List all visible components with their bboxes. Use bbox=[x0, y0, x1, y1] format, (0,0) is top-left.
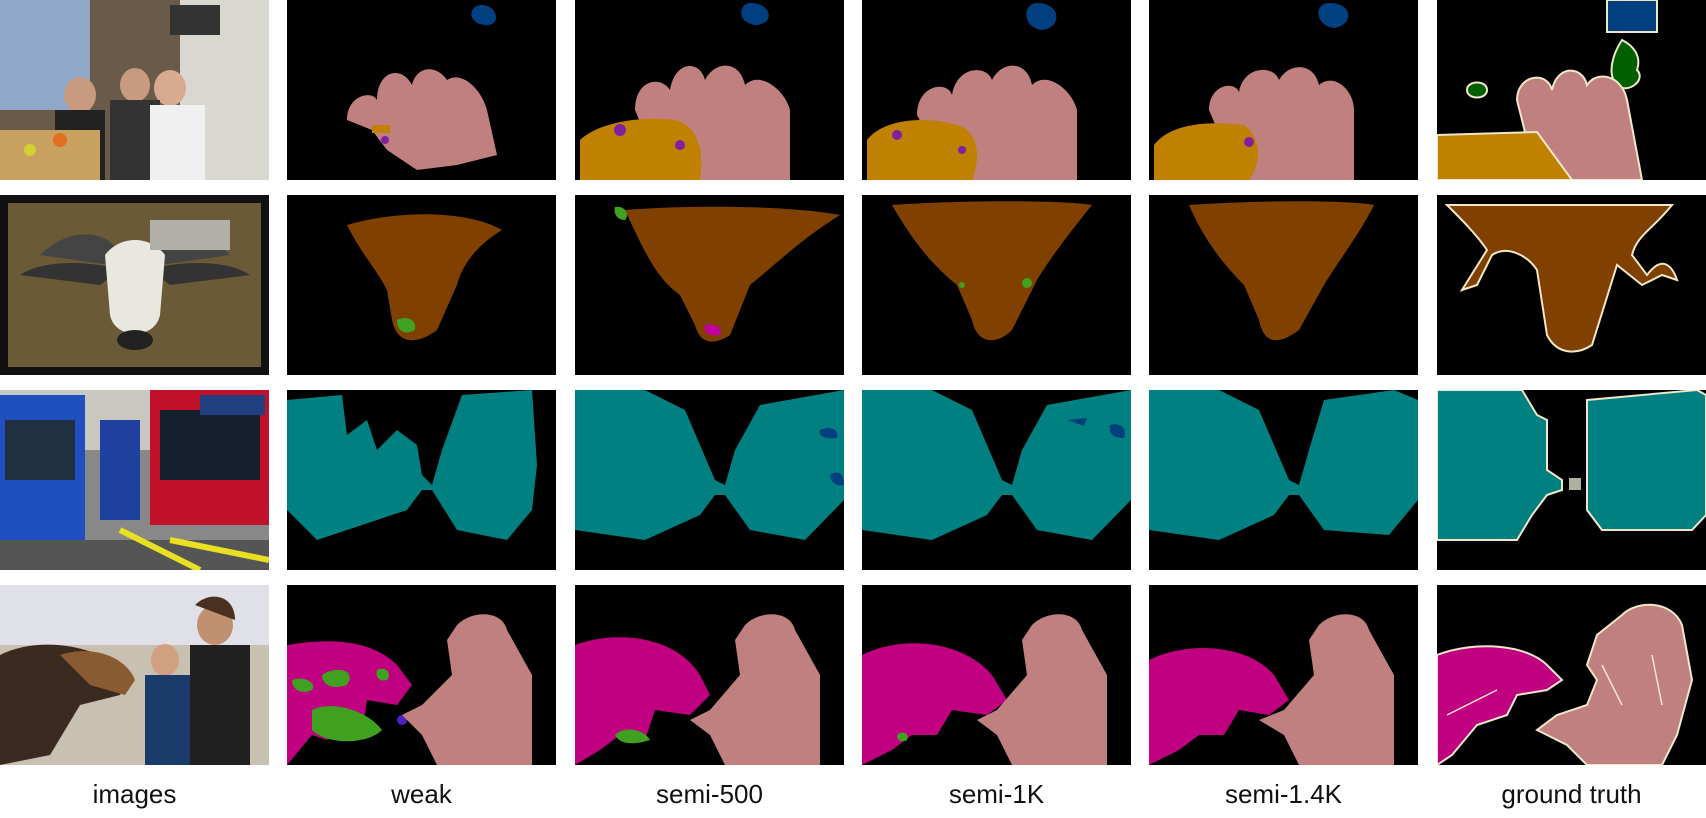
mask-semi-500-ram bbox=[575, 195, 844, 375]
photo-images-living-room-people bbox=[0, 0, 269, 180]
column-caption-semi-1K: semi-1K bbox=[948, 779, 1045, 809]
mask-ground-truth-living-room-people bbox=[1437, 0, 1706, 180]
column-caption-semi-500: semi-500 bbox=[656, 779, 763, 809]
photo-images-buses bbox=[0, 390, 269, 570]
mask-weak-living-room-people bbox=[287, 0, 556, 180]
mask-semi-1.4K-horse-and-people bbox=[1149, 585, 1418, 765]
mask-ground-truth-horse-and-people bbox=[1437, 585, 1706, 765]
column-caption-images: images bbox=[92, 779, 177, 809]
mask-weak-buses bbox=[287, 390, 556, 570]
mask-ground-truth-ram bbox=[1437, 195, 1706, 375]
mask-weak-ram bbox=[287, 195, 556, 375]
mask-semi-1K-buses bbox=[862, 390, 1131, 570]
mask-ground-truth-buses bbox=[1437, 390, 1706, 570]
mask-semi-1.4K-buses bbox=[1149, 390, 1418, 570]
photo-images-ram bbox=[0, 195, 269, 375]
mask-semi-1K-ram bbox=[862, 195, 1131, 375]
mask-semi-1K-living-room-people bbox=[862, 0, 1131, 180]
mask-semi-1.4K-ram bbox=[1149, 195, 1418, 375]
column-caption-semi-1.4K: semi-1.4K bbox=[1224, 779, 1343, 809]
mask-semi-500-horse-and-people bbox=[575, 585, 844, 765]
mask-weak-horse-and-people bbox=[287, 585, 556, 765]
column-caption-ground-truth: ground truth bbox=[1501, 779, 1642, 809]
mask-semi-1K-horse-and-people bbox=[862, 585, 1131, 765]
column-caption-weak: weak bbox=[391, 779, 452, 809]
mask-semi-500-living-room-people bbox=[575, 0, 844, 180]
mask-semi-1.4K-living-room-people bbox=[1149, 0, 1418, 180]
photo-images-horse-and-people bbox=[0, 585, 269, 765]
mask-semi-500-buses bbox=[575, 390, 844, 570]
